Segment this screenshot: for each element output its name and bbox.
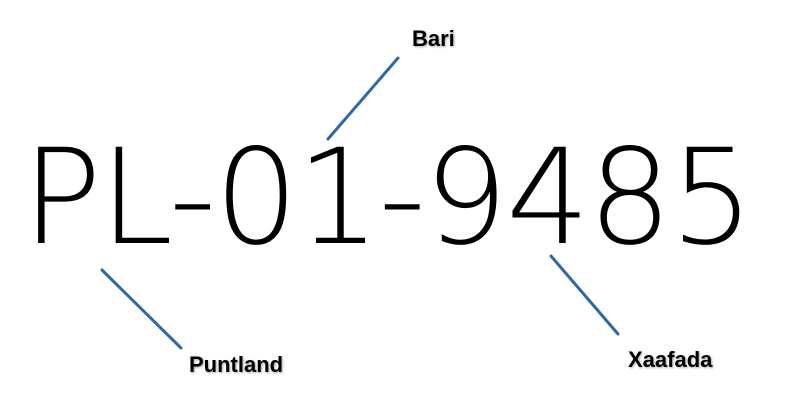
connector-puntland <box>100 268 183 350</box>
connector-xaafada <box>549 254 620 336</box>
plate-number: PL-01-9485 <box>22 121 754 275</box>
connector-bari <box>326 56 400 141</box>
label-puntland: Puntland <box>189 352 284 377</box>
label-bari: Bari <box>412 26 455 51</box>
label-xaafada: Xaafada <box>628 347 713 372</box>
